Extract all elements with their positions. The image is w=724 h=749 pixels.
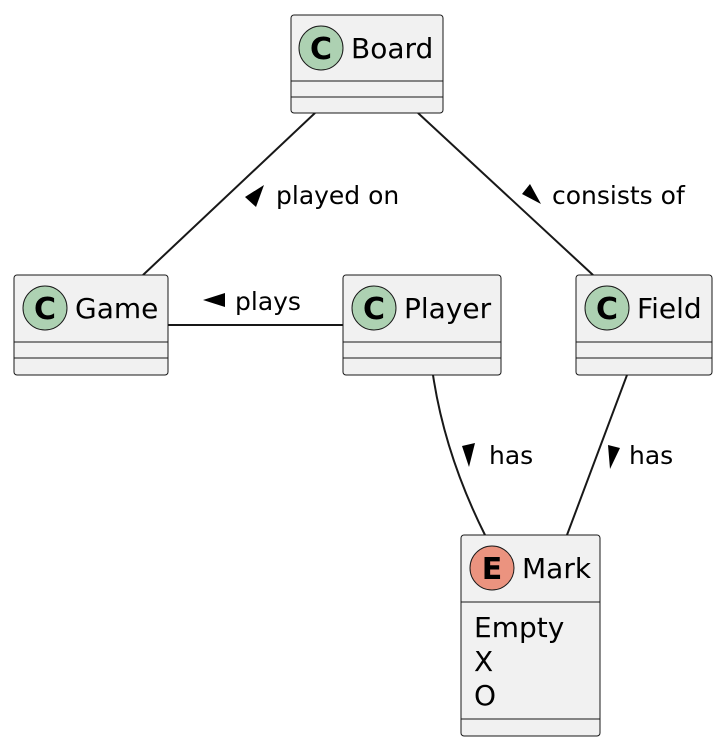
direction-arrow-icon [608, 445, 620, 469]
class-badge-letter: C [363, 292, 385, 327]
class-badge-icon [298, 25, 344, 71]
enum-value: O [474, 679, 496, 712]
class-player[interactable]: C Player [342, 274, 502, 376]
enum-badge-letter: E [482, 552, 503, 587]
class-name: Field [637, 292, 702, 325]
class-badge-letter: C [34, 292, 56, 327]
class-name: Board [351, 32, 433, 65]
edge-player-mark [432, 374, 486, 536]
class-badge-icon [584, 285, 630, 331]
relation-plays: plays [203, 287, 301, 316]
relation-label: played on [276, 181, 399, 210]
enum-mark[interactable]: E Mark Empty X O [460, 534, 601, 737]
class-badge-letter: C [596, 292, 618, 327]
direction-arrow-icon [522, 184, 541, 204]
relation-label: consists of [552, 181, 686, 210]
relation-field-has: has [608, 441, 673, 470]
class-badge-icon [22, 285, 68, 331]
relation-played-on: played on [245, 181, 399, 210]
direction-arrow-icon [462, 443, 475, 467]
class-badge-icon [351, 285, 397, 331]
enum-badge-icon [469, 545, 515, 591]
direction-arrow-icon [245, 185, 264, 207]
relation-consists-of: consists of [522, 181, 686, 210]
class-board[interactable]: C Board [290, 14, 444, 114]
edge-field-mark [566, 374, 628, 536]
class-name: Game [75, 292, 158, 325]
enum-value: Empty [474, 611, 564, 644]
direction-arrow-icon [203, 293, 225, 307]
enum-value: X [474, 645, 493, 678]
enum-name: Mark [522, 552, 592, 585]
edge-board-field [417, 112, 594, 276]
class-name: Player [404, 292, 492, 325]
class-game[interactable]: C Game [13, 274, 169, 376]
class-badge-letter: C [310, 32, 332, 67]
relation-label: has [489, 441, 533, 470]
relation-player-has: has [462, 441, 533, 470]
class-field[interactable]: C Field [575, 274, 713, 376]
relation-label: plays [235, 287, 301, 316]
relation-label: has [629, 441, 673, 470]
edge-board-game [142, 112, 316, 276]
